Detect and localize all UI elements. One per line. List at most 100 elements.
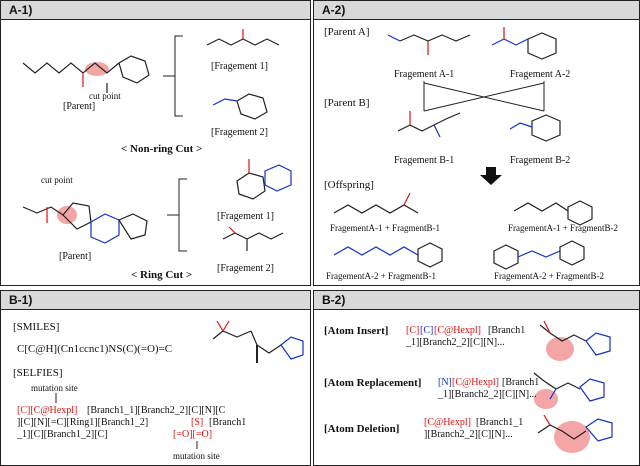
offspring-arrow (480, 167, 502, 185)
parent-2-ring-b (90, 213, 120, 244)
bracket-2 (178, 178, 187, 252)
ring-cut-label: < Ring Cut > (131, 269, 193, 281)
insert-red-2: [C@Hexpl] (434, 325, 481, 336)
panel-b1-header: B-1) (1, 291, 310, 310)
atom-insert-label: [Atom Insert] (324, 325, 389, 337)
delete-rest: [Branch1_1 (476, 417, 524, 428)
offspring-label: [Offspring] (324, 179, 374, 191)
frag-a2-chain (491, 38, 529, 46)
delete-molecule-ring (585, 418, 613, 442)
mutation-site-top: mutation site (31, 383, 78, 393)
panel-b2: B-2) [Atom Insert] [C] [C] [C@Hexpl] [Br… (313, 290, 640, 466)
ring-fragment-1-a (236, 172, 266, 200)
delete-molecule-chain (537, 424, 587, 440)
insert-molecule-ring (585, 332, 611, 356)
replace-highlight (534, 389, 558, 409)
selfies-line1-rest: [Branch1_1][Branch2_2][C][N][C (87, 405, 226, 416)
frag-b1-chain (397, 112, 461, 132)
parent-2-ring-a (62, 202, 92, 230)
selfies-line3-red: [=O][=O] (173, 429, 213, 440)
b1-molecule-o2 (222, 320, 230, 332)
insert-molecule-chain (539, 324, 587, 342)
frag-a1-chain (399, 34, 471, 42)
b1-molecule-o1 (216, 320, 224, 332)
replace-molecule-ring (579, 378, 605, 402)
insert-line2: _1][Branch2_2][C][N]... (406, 337, 505, 348)
offspring-1 (333, 204, 419, 214)
ring-fragment-1-b (264, 164, 292, 192)
frag-b2-label: Fragement B-2 (510, 155, 571, 166)
replace-line2: _1][Branch2_2][C][N]... (438, 389, 537, 400)
selfies-line3: _1][C][Branch1_2][C] (17, 429, 108, 440)
selfies-label: [SELFIES] (13, 367, 63, 379)
selfies-line2-red: [S] (191, 417, 204, 428)
fragment-1-label-1: [Fragement 1] (211, 61, 268, 72)
insert-red-1: [C] (406, 325, 420, 336)
b1-molecule-ring (280, 336, 304, 360)
fragment-2-label-1: [Fragement 2] (211, 127, 268, 138)
cut-point-label-1: cut point (89, 91, 121, 101)
panel-a2-header: A-2) (314, 1, 639, 20)
panel-b2-title: B-2) (322, 293, 346, 307)
smiles-label: [SMILES] (13, 321, 60, 333)
panel-a1: A-1) cut point [Parent] (0, 0, 311, 286)
selfies-line1-red: [C][C@Hexpl] (17, 405, 78, 416)
frag-b1-label: Fragement B-1 (394, 155, 455, 166)
parent-label-1: [Parent] (63, 101, 96, 112)
frag-b2-chain (509, 122, 533, 130)
ring-fragment-2-oh (228, 226, 236, 234)
panel-b1-drawing (55, 320, 304, 449)
offspring-3 (333, 246, 419, 256)
b1-molecule-chain (212, 330, 252, 340)
parent-1-ring (118, 55, 150, 84)
frag-a1-label: Fragement A-1 (394, 69, 455, 80)
panel-b1: B-1) [SMILES] C[C@H](Cn1ccnc1)NS(C)(=O)=… (0, 290, 311, 466)
parent-2-ring-c (118, 213, 148, 240)
atom-replacement-label: [Atom Replacement] (324, 377, 422, 389)
panel-a2: A-2) [Parent A] [Parent B] F (313, 0, 640, 286)
insert-blue: [C] (420, 325, 434, 336)
panel-b1-title: B-1) (9, 293, 33, 307)
panel-a1-drawing (22, 29, 292, 252)
replace-red: [C@Hexpl] (452, 377, 499, 388)
offspring-4-ring-b (559, 240, 585, 266)
frag-a2-label: Fragement A-2 (510, 69, 571, 80)
parent-a-label: [Parent A] (324, 26, 370, 38)
cut-highlight-1 (85, 62, 109, 76)
bracket-1 (174, 35, 183, 117)
offspring-4-chain (517, 250, 561, 258)
frag-b1-n (433, 124, 441, 138)
fragment-1-label-2: [Fragement 1] (217, 211, 274, 222)
insert-molecule-o (543, 320, 551, 334)
fragment-2-tail (212, 98, 238, 106)
offspring-3-ring (417, 242, 443, 268)
offspring-2-ring (567, 200, 593, 226)
panel-a1-title: A-1) (9, 3, 33, 17)
offspring-4-ring-a (493, 244, 519, 270)
replace-rest: [Branch1 (502, 377, 540, 388)
panel-a2-title: A-2) (322, 3, 346, 17)
offspring-2 (513, 202, 569, 212)
selfies-line2-tail: [Branch1 (209, 417, 247, 428)
b1-molecule-chain-2 (250, 330, 282, 354)
replace-blue: [N] (438, 377, 452, 388)
offspring-2-label: FragementA-1 + FragmentB-2 (508, 223, 619, 233)
ring-fragment-2-chain (222, 232, 284, 240)
panel-b2-header: B-2) (314, 291, 639, 310)
smiles-string: C[C@H](Cn1ccnc1)NS(C)(=O)=C (17, 343, 173, 355)
delete-red: [C@Hexpl] (424, 417, 471, 428)
cut-point-label-2: cut point (41, 175, 73, 185)
delete-molecule-o (543, 414, 551, 426)
fragment-2-ring (236, 93, 268, 120)
cross-arrow-2 (423, 82, 545, 112)
frag-b2-ring (531, 114, 561, 142)
mutation-site-bottom: mutation site (173, 451, 220, 461)
atom-deletion-label: [Atom Deletion] (324, 423, 400, 435)
delete-line2: ][Branch2_2][C][N]... (424, 429, 513, 440)
parent-b-label: [Parent B] (324, 97, 370, 109)
replace-molecule-chain (533, 372, 581, 390)
fragment-2-label-2: [Fragement 2] (217, 263, 274, 274)
panel-a2-drawing (333, 27, 593, 270)
offspring-1-label: FragementA-1 + FragmentB-1 (330, 223, 441, 233)
fragment-1-chain (206, 38, 280, 46)
